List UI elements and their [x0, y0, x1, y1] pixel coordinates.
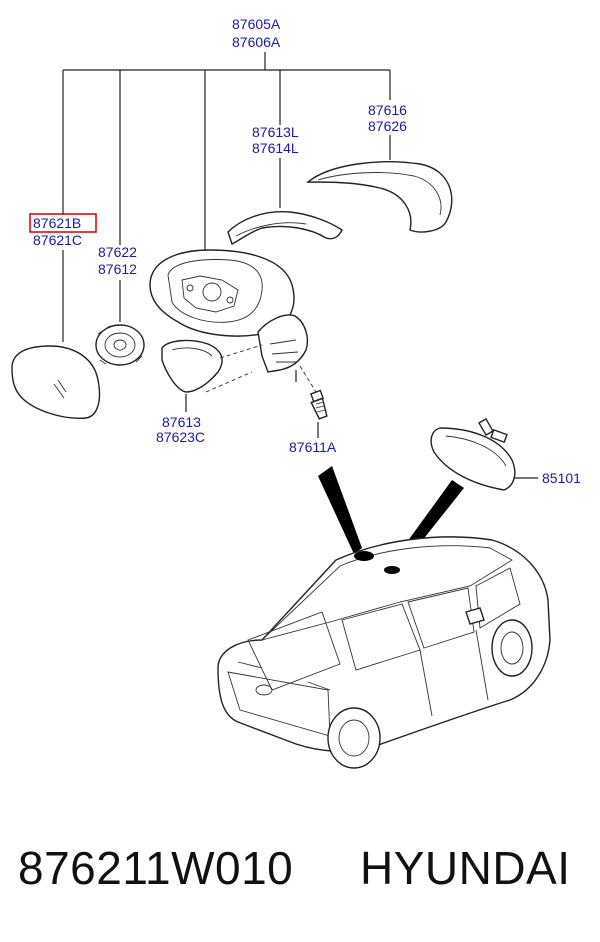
mirror-housing: [149, 249, 309, 382]
label-87616: 87616: [368, 102, 407, 118]
label-87611a: 87611A: [289, 439, 337, 455]
inside-rearview-mirror: [430, 417, 516, 491]
side-repeater-lamp: [227, 211, 343, 245]
mirror-base-cap: [161, 339, 223, 393]
mirror-cover: [306, 161, 453, 233]
label-87613: 87613: [162, 414, 201, 430]
pointer-to-side-mirror: [318, 466, 362, 554]
label-87613l: 87613L: [252, 124, 299, 140]
brand-name: HYUNDAI: [360, 842, 571, 894]
car-illustration: [217, 536, 551, 769]
footer: 876211W010 HYUNDAI: [0, 838, 600, 918]
highlight-box: [29, 213, 97, 233]
mirror-glass: [11, 345, 101, 419]
label-87626: 87626: [368, 118, 407, 134]
label-87614l: 87614L: [252, 140, 299, 156]
label-87623c: 87623C: [156, 429, 205, 445]
label-87606a: 87606A: [232, 34, 281, 50]
label-85101: 85101: [542, 470, 581, 486]
label-87605a: 87605A: [232, 16, 281, 32]
label-87622: 87622: [98, 244, 137, 260]
label-87621c: 87621C: [33, 232, 82, 248]
mirror-actuator: [95, 324, 145, 366]
assembly-bracket: [62, 52, 391, 250]
label-87621b: 87621B: [33, 215, 81, 231]
label-87612: 87612: [98, 261, 137, 277]
part-number: 876211W010: [18, 842, 294, 894]
parts-diagram: 87605A 87606A 87616 87626 87613L 87614L …: [11, 16, 581, 769]
screw: [310, 389, 328, 420]
